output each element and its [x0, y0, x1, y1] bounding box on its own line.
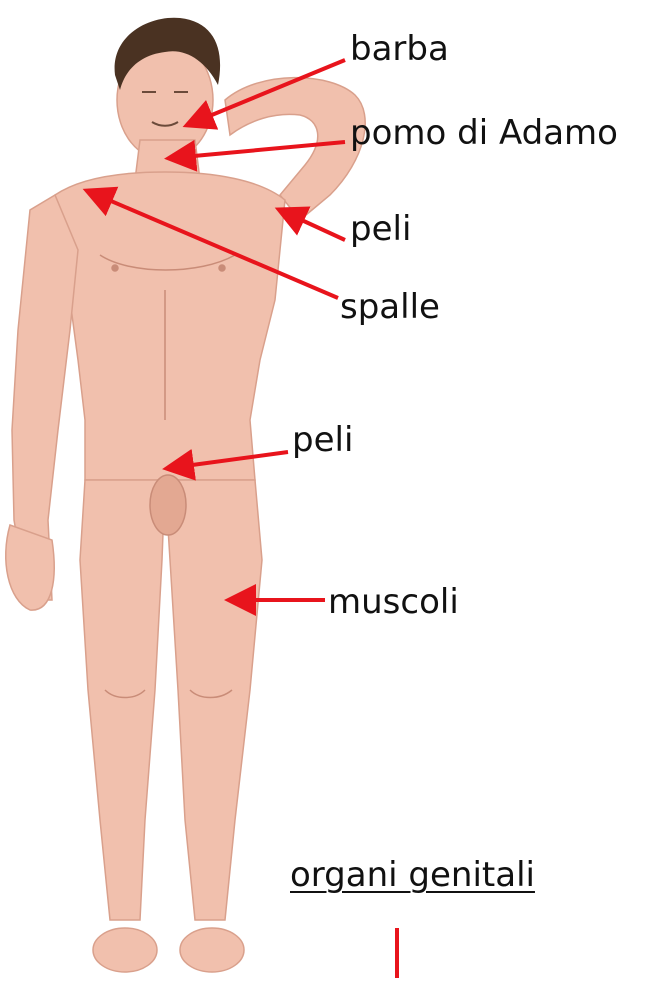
right-leg — [165, 480, 262, 920]
label-pomo-di-adamo: pomo di Adamo — [350, 116, 618, 150]
nipple-right — [219, 265, 225, 271]
label-peli-ascella: peli — [350, 212, 411, 246]
left-leg — [80, 480, 165, 920]
nipple-left — [112, 265, 118, 271]
hand — [6, 525, 54, 610]
right-foot — [180, 928, 244, 972]
label-spalle: spalle — [340, 290, 440, 324]
label-muscoli: muscoli — [328, 585, 459, 619]
label-barba: barba — [350, 32, 449, 66]
genital-area — [150, 475, 186, 535]
left-foot — [93, 928, 157, 972]
label-organi-genitali: organi genitali — [290, 858, 535, 892]
label-peli-pube: peli — [292, 423, 353, 457]
arrow-peli-ascella — [282, 211, 345, 240]
torso — [55, 172, 285, 480]
